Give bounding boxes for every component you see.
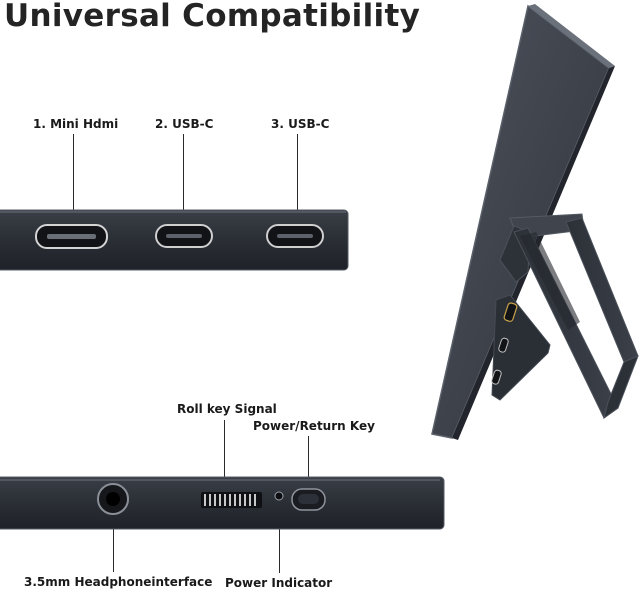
headphone-jack-icon	[97, 483, 129, 515]
leader-line-usb-c-1	[183, 134, 184, 234]
monitor-side-port-panel	[491, 294, 551, 401]
power-key-label: Power/Return Key	[253, 419, 375, 433]
power-indicator-label: Power Indicator	[225, 576, 333, 590]
leader-line-roll-key	[224, 420, 225, 496]
port-label-usb-c-2: 3. USB-C	[271, 117, 330, 131]
leader-line-headphone	[113, 510, 114, 572]
side-mini-hdmi-port-icon	[503, 302, 518, 322]
power-indicator-led-icon	[274, 491, 284, 501]
power-return-key-icon	[291, 488, 326, 511]
kickstand	[499, 213, 639, 420]
roll-key-wheel-icon	[201, 492, 262, 508]
leader-line-power-key	[308, 436, 309, 494]
leader-line-power-indicator	[279, 500, 280, 573]
side-usb-c-port-2-icon	[491, 369, 502, 385]
side-usb-c-port-1-icon	[498, 337, 509, 353]
port-label-usb-c-1: 2. USB-C	[155, 117, 214, 131]
usb-c-port-2-icon	[266, 224, 324, 248]
port-label-mini-hdmi: 1. Mini Hdmi	[33, 117, 119, 131]
mini-hdmi-port-icon	[35, 224, 108, 249]
usb-c-port-1-icon	[155, 224, 213, 248]
headphone-label: 3.5mm Headphoneinterface	[24, 575, 213, 589]
page-title: Universal Compatibility	[4, 0, 421, 34]
roll-key-label: Roll key Signal	[177, 402, 277, 416]
leader-line-mini-hdmi	[73, 134, 74, 234]
leader-line-usb-c-2	[297, 134, 298, 234]
